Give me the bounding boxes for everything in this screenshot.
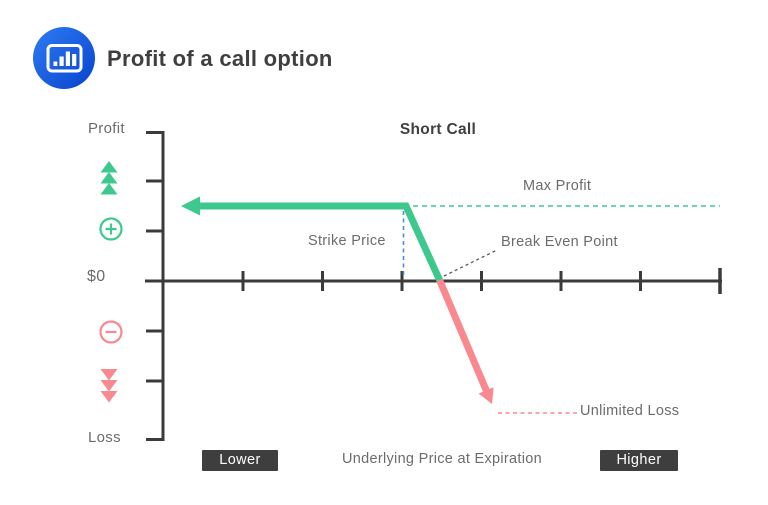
bar-chart-icon — [33, 27, 95, 89]
break-even-annotation: Break Even Point — [501, 234, 618, 250]
y-axis-zero-label: $0 — [87, 268, 106, 285]
break-even-connector-line — [443, 249, 498, 277]
x-axis-label: Underlying Price at Expiration — [341, 451, 542, 467]
strike-price-annotation: Strike Price — [308, 233, 386, 249]
down-right-arrowhead — [478, 387, 494, 404]
minus-circle-icon — [99, 320, 123, 344]
loss-down-arrows-icon — [100, 369, 118, 403]
page-title: Profit of a call option — [107, 46, 333, 71]
max-profit-annotation: Max Profit — [523, 178, 592, 194]
lower-button[interactable]: Lower — [202, 450, 278, 471]
x-axis — [145, 268, 722, 294]
left-arrowhead — [181, 196, 200, 216]
payoff-line-loss-segment — [436, 278, 494, 404]
profit-up-arrows-icon — [100, 161, 118, 195]
higher-button[interactable]: Higher — [600, 450, 678, 471]
y-axis — [146, 131, 165, 441]
plus-circle-icon — [99, 217, 123, 241]
y-axis-loss-label: Loss — [88, 429, 121, 446]
payoff-line-profit-segment — [181, 196, 444, 283]
chart-title: Short Call — [399, 121, 477, 138]
unlimited-loss-annotation: Unlimited Loss — [580, 403, 680, 419]
bar-chart-icon-glyph — [46, 44, 83, 73]
y-axis-profit-label: Profit — [88, 120, 125, 137]
